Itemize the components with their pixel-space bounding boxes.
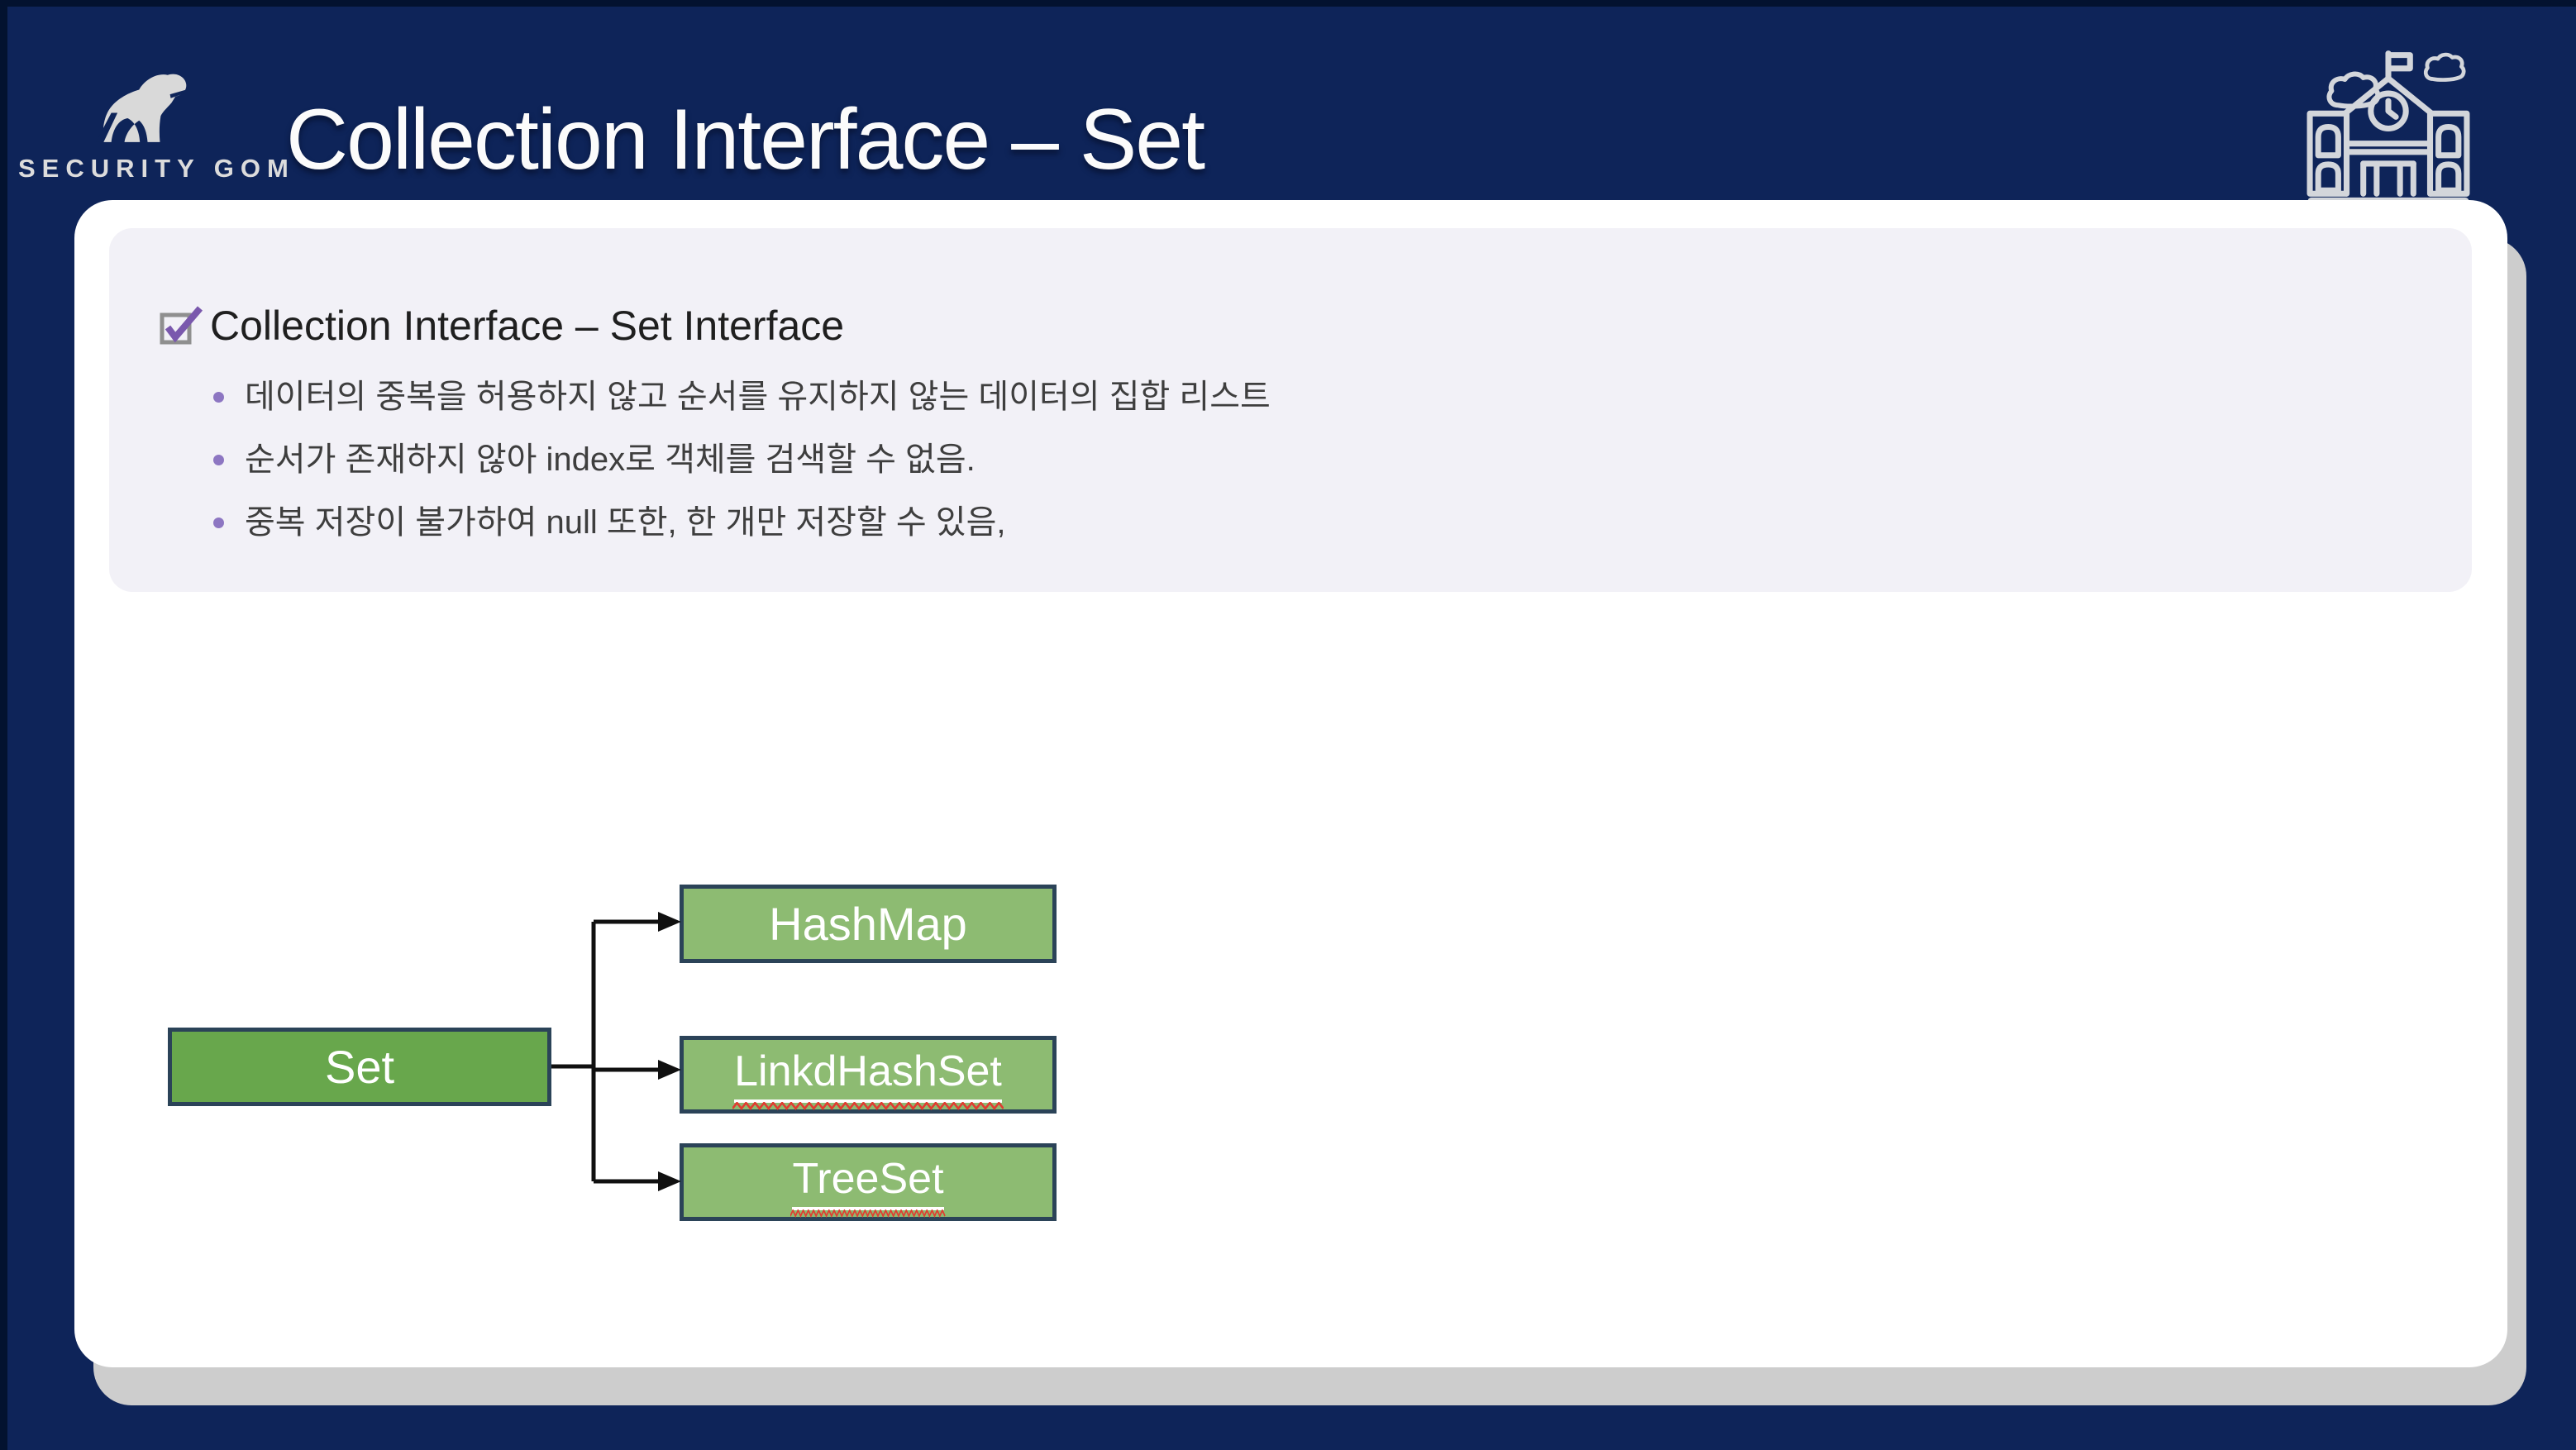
slide-top-edge-shadow [0, 0, 2576, 7]
diagram-node-hashmap: HashMap [680, 885, 1057, 963]
section-heading: Collection Interface – Set Interface [210, 303, 845, 349]
bullet-dot [213, 392, 224, 403]
diagram-node-treeset: TreeSet [680, 1143, 1057, 1221]
bullet-dot [213, 518, 224, 528]
bullet-list: 데이터의 중복을 허용하지 않고 순서를 유지하지 않는 데이터의 집합 리스트… [213, 377, 2422, 542]
page-title: Collection Interface – Set [286, 92, 1205, 188]
diagram-node-label: HashMap [769, 898, 967, 950]
brand-name: SECURITY GOM [18, 154, 295, 183]
diagram-node-label: TreeSet [790, 1154, 946, 1218]
polar-bear-icon [80, 74, 187, 142]
diagram-node-label: Set [324, 1041, 395, 1093]
summary-panel: Collection Interface – Set Interface 데이터… [109, 228, 2472, 592]
slide-left-edge-shadow [0, 0, 7, 1450]
spellcheck-squiggle-icon [790, 1209, 946, 1218]
diagram-node-linkdhashset: LinkdHashSet [680, 1036, 1057, 1114]
list-item: 순서가 존재하지 않아 index로 객체를 검색할 수 없음. [213, 440, 2422, 479]
content-card: Collection Interface – Set Interface 데이터… [74, 200, 2507, 1367]
diagram-node-label: LinkdHashSet [732, 1047, 1004, 1110]
diagram-node-label-text: TreeSet [792, 1155, 944, 1203]
list-item: 중복 저장이 불가하여 null 또한, 한 개만 저장할 수 있음, [213, 503, 2422, 542]
diagram-node-label-text: LinkdHashSet [734, 1047, 1002, 1095]
panel-heading-row: Collection Interface – Set Interface [159, 303, 2422, 349]
spellcheck-squiggle-icon [732, 1102, 1004, 1110]
bullet-text: 데이터의 중복을 허용하지 않고 순서를 유지하지 않는 데이터의 집합 리스트 [245, 379, 1271, 415]
list-item: 데이터의 중복을 허용하지 않고 순서를 유지하지 않는 데이터의 집합 리스트 [213, 377, 2422, 417]
diagram-node-set: Set [168, 1028, 551, 1106]
bullet-dot [213, 455, 224, 465]
school-building-icon [2306, 50, 2470, 205]
bullet-text: 순서가 존재하지 않아 index로 객체를 검색할 수 없음. [245, 441, 976, 478]
checked-checkbox-icon [160, 306, 203, 345]
bullet-text: 중복 저장이 불가하여 null 또한, 한 개만 저장할 수 있음, [245, 504, 1006, 541]
